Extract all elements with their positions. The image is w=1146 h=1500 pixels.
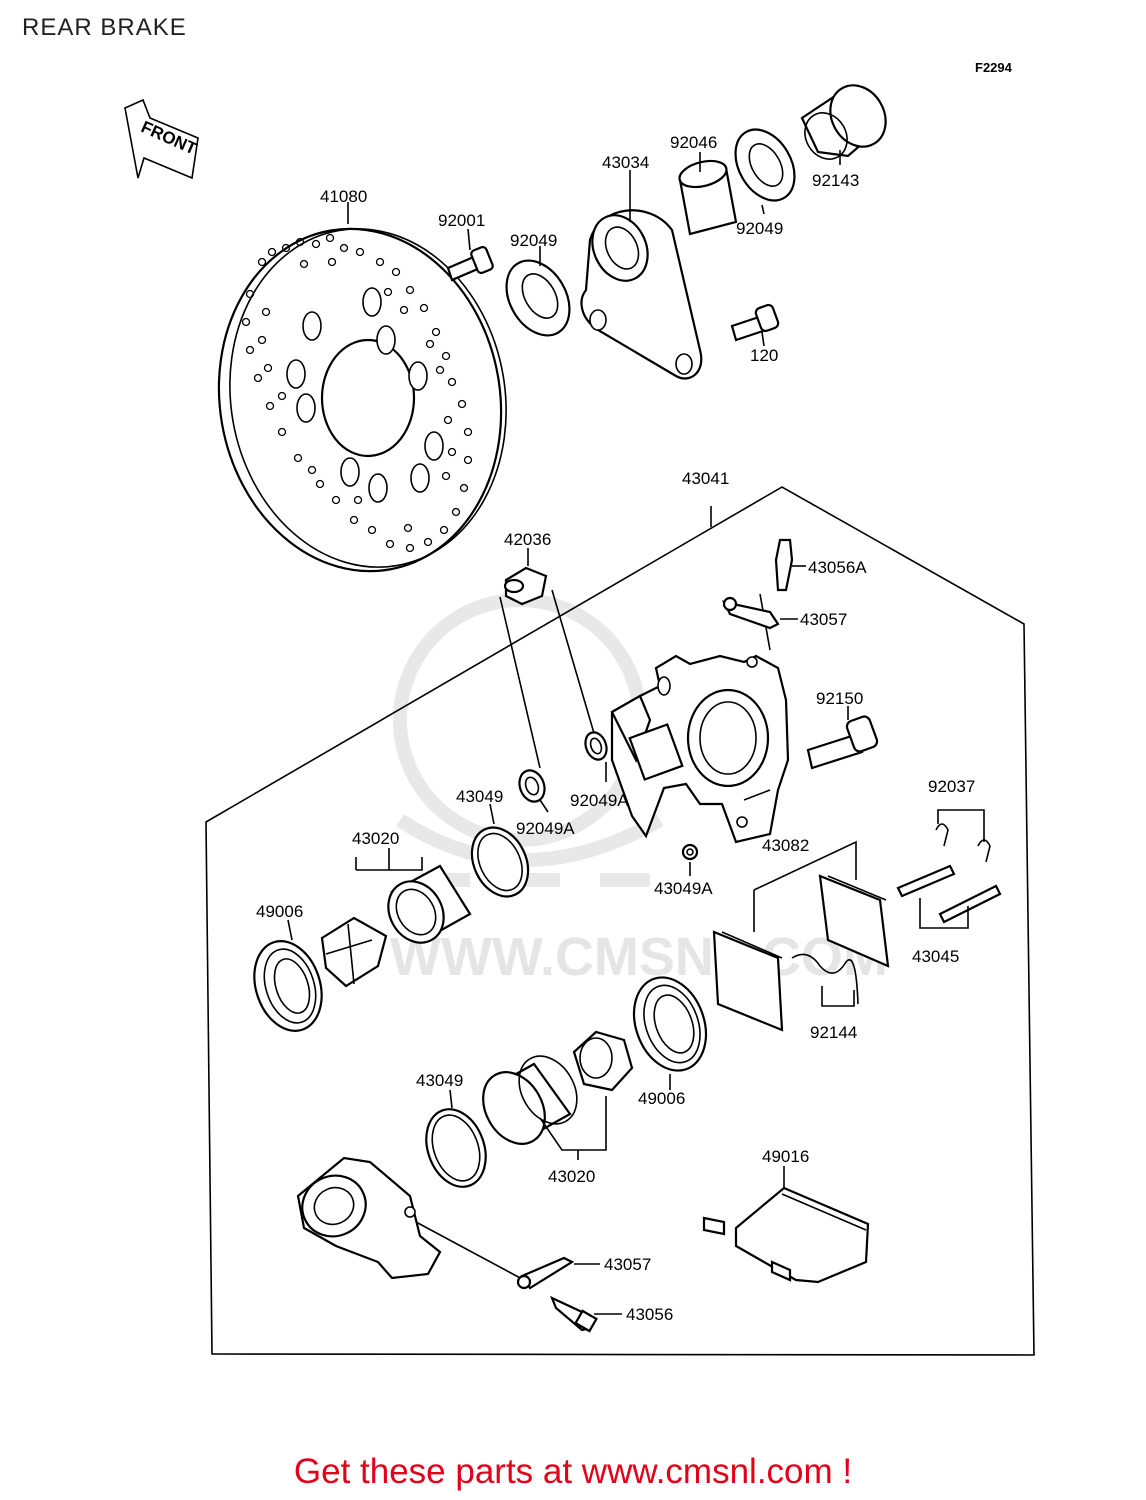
label-92037: 92037	[928, 777, 975, 796]
piston-insulator-upper	[320, 916, 388, 988]
bolt-92001	[446, 245, 494, 282]
label-43056A: 43056A	[808, 558, 867, 577]
caliper-body	[610, 654, 790, 844]
label-92046: 92046	[670, 133, 717, 152]
label-92001: 92001	[438, 211, 485, 230]
seal-92049-left	[505, 259, 571, 337]
label-43082: 43082	[762, 836, 809, 855]
boot-92049A-upper	[584, 731, 608, 761]
bolt-120	[730, 303, 780, 342]
label-92049-left: 92049	[510, 231, 557, 250]
boot-92049A-lower	[518, 769, 546, 803]
label-43045: 43045	[912, 947, 959, 966]
label-43020-upper: 43020	[352, 829, 399, 848]
pins-43045	[896, 864, 1002, 929]
anti-rattle-92144	[791, 953, 859, 1007]
label-92143: 92143	[812, 171, 859, 190]
figure-code: F2294	[975, 60, 1012, 75]
part-labels: 41080 92001 92049 43034 92046 92049 9214…	[256, 133, 975, 1324]
label-49006-left: 49006	[256, 902, 303, 921]
label-43049A: 43049A	[654, 879, 713, 898]
dust-seal-49006-left	[253, 940, 323, 1032]
label-43056: 43056	[626, 1305, 673, 1324]
label-120: 120	[750, 346, 778, 365]
dust-seal-49006-right	[632, 976, 708, 1072]
piston-43020-lower	[482, 1055, 607, 1160]
pad-shim-49016	[702, 1166, 870, 1284]
label-92150: 92150	[816, 689, 863, 708]
seal-43049A	[681, 843, 699, 861]
label-49006-right: 49006	[638, 1089, 685, 1108]
front-arrow-icon: FRONT	[124, 98, 200, 180]
front-label: FRONT	[138, 117, 200, 158]
label-43020-lower: 43020	[548, 1167, 595, 1186]
bleed-valve-43056A	[759, 538, 794, 651]
label-43057-lower: 43057	[604, 1255, 651, 1274]
torque-link-43034	[580, 209, 703, 380]
bleed-valve-43056	[549, 1295, 598, 1333]
label-41080: 41080	[320, 187, 367, 206]
parts-diagram: WWW.CMSNL.COM FRONT	[124, 84, 1035, 1356]
label-49016: 49016	[762, 1147, 809, 1166]
label-43057-upper: 43057	[800, 610, 847, 629]
caliper-lower-half	[296, 1156, 525, 1281]
label-92144: 92144	[810, 1023, 857, 1042]
leader-lines	[287, 150, 849, 1315]
sleeve-92143	[800, 84, 887, 160]
watermark-url: WWW.CMSNL.COM	[390, 927, 888, 987]
seal-43049-upper	[470, 826, 530, 898]
brake-disc	[217, 227, 507, 573]
cap-43057-upper	[721, 596, 780, 630]
brake-pads-43082	[712, 840, 890, 1032]
piston-43020-upper	[355, 848, 472, 944]
disc-vent-holes	[241, 233, 473, 553]
label-92049-right: 92049	[736, 219, 783, 238]
seal-43049-lower	[425, 1108, 487, 1188]
page-title: REAR BRAKE	[22, 14, 187, 41]
clips-92037	[935, 809, 991, 863]
seal-92049-right	[734, 128, 796, 202]
label-43034: 43034	[602, 153, 649, 172]
collar-92046	[678, 159, 738, 236]
label-43041: 43041	[682, 469, 729, 488]
caliper-assembly-outline	[205, 486, 1035, 1356]
piston-insulator-lower	[572, 1030, 634, 1092]
label-42036: 42036	[504, 530, 551, 549]
label-92049A-lower: 92049A	[516, 819, 575, 838]
cap-43057-lower	[516, 1256, 575, 1290]
disc-bolt-holes	[286, 287, 444, 503]
label-43049-upper: 43049	[456, 787, 503, 806]
label-92049A-upper: 92049A	[570, 791, 629, 810]
footer-link[interactable]: Get these parts at www.cmsnl.com !	[293, 1452, 853, 1491]
label-43049-lower: 43049	[416, 1071, 463, 1090]
bolt-92150	[806, 715, 879, 770]
bushing-42036	[499, 566, 597, 769]
